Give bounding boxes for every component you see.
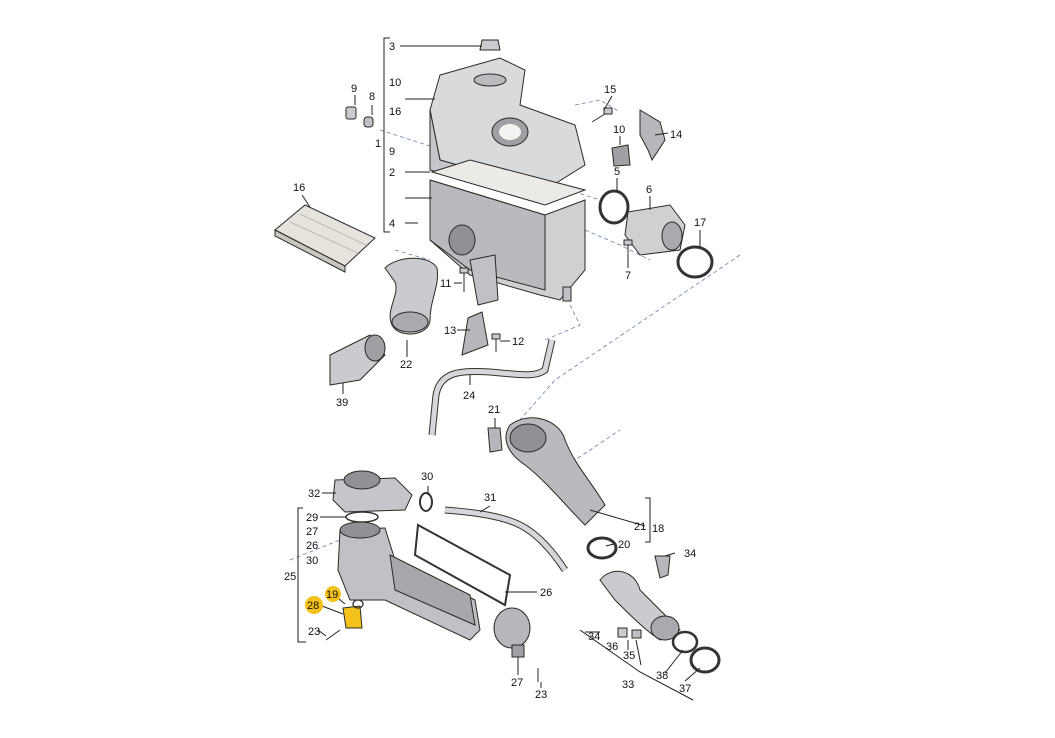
- bolt-11: [459, 267, 469, 292]
- label-33: 33: [622, 679, 634, 691]
- throttle-body-32: [332, 470, 413, 513]
- cap-3: [479, 39, 501, 51]
- label-15: 15: [604, 84, 616, 96]
- label-19: 19: [326, 589, 338, 601]
- label-32: 32: [308, 488, 320, 500]
- label-21a: 21: [488, 404, 500, 416]
- label-2: 2: [389, 167, 395, 179]
- label-1: 1: [375, 138, 381, 150]
- label-8: 8: [369, 91, 375, 103]
- label-24: 24: [463, 390, 475, 402]
- label-21b: 21: [634, 521, 646, 533]
- clamp-38: [671, 630, 699, 654]
- oring-5: [598, 189, 630, 225]
- highlight-19: [325, 586, 341, 602]
- gasket-29: [345, 511, 379, 523]
- label-27a: 27: [306, 526, 318, 538]
- part-labels: 3 10 16 1 9 2 4 9 8 15 10 14 5 6 17 7 16…: [284, 41, 706, 701]
- label-34b: 34: [588, 631, 600, 643]
- clamp-17: [676, 245, 714, 279]
- bracket-14-and-bolt-15: [591, 107, 666, 162]
- label-26a: 26: [306, 540, 318, 552]
- label-5: 5: [614, 166, 620, 178]
- label-12: 12: [512, 336, 524, 348]
- label-23b: 23: [535, 689, 547, 701]
- label-6: 6: [646, 184, 652, 196]
- highlight-28: [305, 596, 323, 614]
- breather-pipe-24: [428, 339, 556, 436]
- filter-element-16: [274, 204, 376, 273]
- label-35: 35: [623, 650, 635, 662]
- label-11: 11: [440, 278, 451, 290]
- label-30b: 30: [306, 555, 318, 567]
- charge-air-duct-18: [505, 417, 606, 526]
- bolt-36-and-nut-35: [617, 627, 642, 639]
- sensor-28-highlighted: [342, 599, 364, 629]
- label-9a: 9: [389, 146, 395, 158]
- label-38: 38: [656, 670, 668, 682]
- actuator-27: [493, 607, 531, 658]
- clip-21: [487, 427, 503, 453]
- screw-7: [623, 239, 633, 258]
- label-36: 36: [606, 641, 618, 653]
- label-17: 17: [694, 217, 706, 229]
- label-4: 4: [389, 218, 395, 230]
- label-28: 28: [307, 600, 319, 612]
- label-16b: 16: [293, 182, 305, 194]
- label-16a: 16: [389, 106, 401, 118]
- gasket-26: [413, 523, 512, 607]
- label-18: 18: [652, 523, 664, 535]
- label-23a: 23: [308, 626, 320, 638]
- label-34a: 34: [684, 548, 696, 560]
- bolt-12: [491, 333, 501, 352]
- label-39: 39: [336, 397, 348, 409]
- intake-manifold-25: [337, 521, 481, 641]
- air-filter-housing-lower: [429, 159, 587, 306]
- label-7: 7: [625, 270, 631, 282]
- label-10a: 10: [389, 77, 401, 89]
- grommet-10: [611, 144, 631, 167]
- mass-air-flow-sensor-6: [624, 204, 686, 256]
- gasket-30: [419, 492, 433, 512]
- label-10b: 10: [613, 124, 625, 136]
- label-3: 3: [389, 41, 395, 53]
- label-26b: 26: [540, 587, 552, 599]
- label-14: 14: [670, 129, 682, 141]
- pipe-31: [444, 506, 568, 572]
- clamp-20: [586, 536, 618, 560]
- screws-23: [325, 629, 539, 682]
- label-37: 37: [679, 683, 691, 695]
- label-13: 13: [444, 325, 456, 337]
- label-20: 20: [618, 539, 630, 551]
- label-25: 25: [284, 571, 296, 583]
- label-22: 22: [400, 359, 412, 371]
- bolt-9-and-grommet-8: [345, 106, 374, 128]
- oring-37: [689, 646, 721, 674]
- pipe-33: [599, 570, 681, 641]
- resonator-39: [329, 334, 386, 386]
- label-30a: 30: [421, 471, 433, 483]
- label-29: 29: [306, 512, 318, 524]
- label-27b: 27: [511, 677, 523, 689]
- label-9b: 9: [351, 83, 357, 95]
- bracket-13: [461, 311, 489, 356]
- label-31: 31: [484, 492, 496, 504]
- leader-lines: [297, 37, 701, 701]
- intake-hose-22: [384, 257, 439, 335]
- sensor-34: [654, 555, 671, 579]
